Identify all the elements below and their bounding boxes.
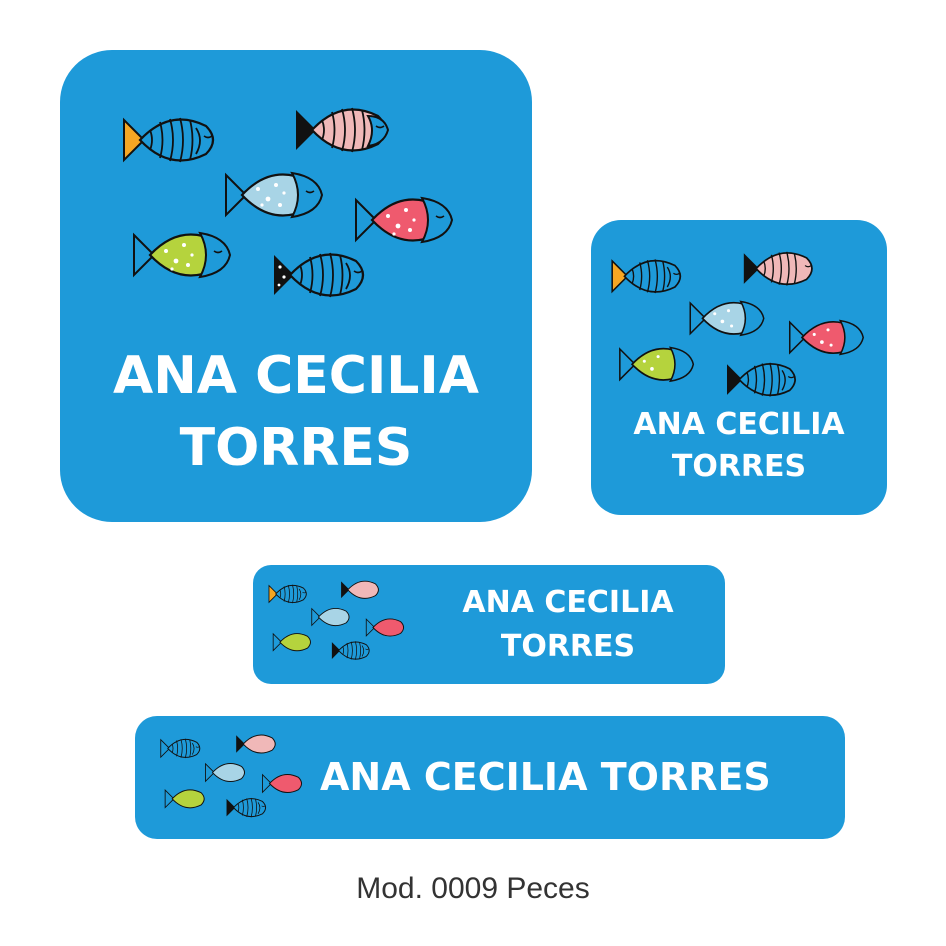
fish-icon — [205, 762, 246, 783]
child-name: ANA CECILIA TORRES — [320, 751, 830, 803]
fish-icon — [365, 618, 405, 637]
name-line-1: ANA CECILIA — [112, 346, 480, 406]
fish-icon — [619, 346, 695, 383]
fish-icon — [689, 300, 765, 337]
name-line-1: ANA CECILIA — [633, 407, 845, 442]
name-line-2: TORRES — [671, 449, 807, 484]
fish-icon — [274, 251, 365, 299]
child-name: ANA CECILIA TORRES — [60, 340, 532, 484]
name-line-1: ANA CECILIA TORRES — [320, 755, 771, 799]
fish-icon — [611, 258, 682, 294]
fish-icon — [743, 251, 813, 286]
model-caption: Mod. 0009 Peces — [356, 872, 590, 905]
fish-icon — [726, 361, 796, 398]
fish-icon — [311, 607, 350, 627]
fish-icon — [133, 231, 232, 279]
fish-icon — [226, 797, 267, 818]
fish-icon — [272, 632, 311, 652]
fish-school-icon — [160, 734, 303, 818]
fish-school-icon — [123, 107, 454, 299]
child-name: ANA CECILIA TORRES — [413, 581, 723, 669]
fish-icon — [123, 116, 215, 164]
name-line-2: TORRES — [500, 629, 636, 664]
fish-icon — [160, 738, 201, 759]
label-small-square: ANA CECILIA TORRES — [591, 220, 887, 515]
fish-icon — [331, 640, 370, 661]
name-line-1: ANA CECILIA — [462, 585, 674, 620]
label-medium-rect: ANA CECILIA TORRES — [253, 565, 725, 684]
fish-school-icon — [611, 251, 865, 398]
fish-icon — [296, 107, 390, 153]
label-large-square: ANA CECILIA TORRES — [60, 50, 532, 522]
fish-icon — [262, 773, 303, 794]
fish-icon — [236, 734, 276, 754]
fish-icon — [355, 196, 454, 244]
name-line-2: TORRES — [179, 418, 413, 478]
label-wide-rect: ANA CECILIA TORRES — [135, 716, 845, 839]
fish-icon — [164, 789, 205, 809]
fish-icon — [268, 584, 307, 604]
fish-school-icon — [268, 580, 405, 661]
fish-icon — [341, 580, 379, 599]
child-name: ANA CECILIA TORRES — [591, 404, 887, 488]
fish-icon — [788, 319, 865, 356]
fish-icon — [225, 171, 324, 219]
